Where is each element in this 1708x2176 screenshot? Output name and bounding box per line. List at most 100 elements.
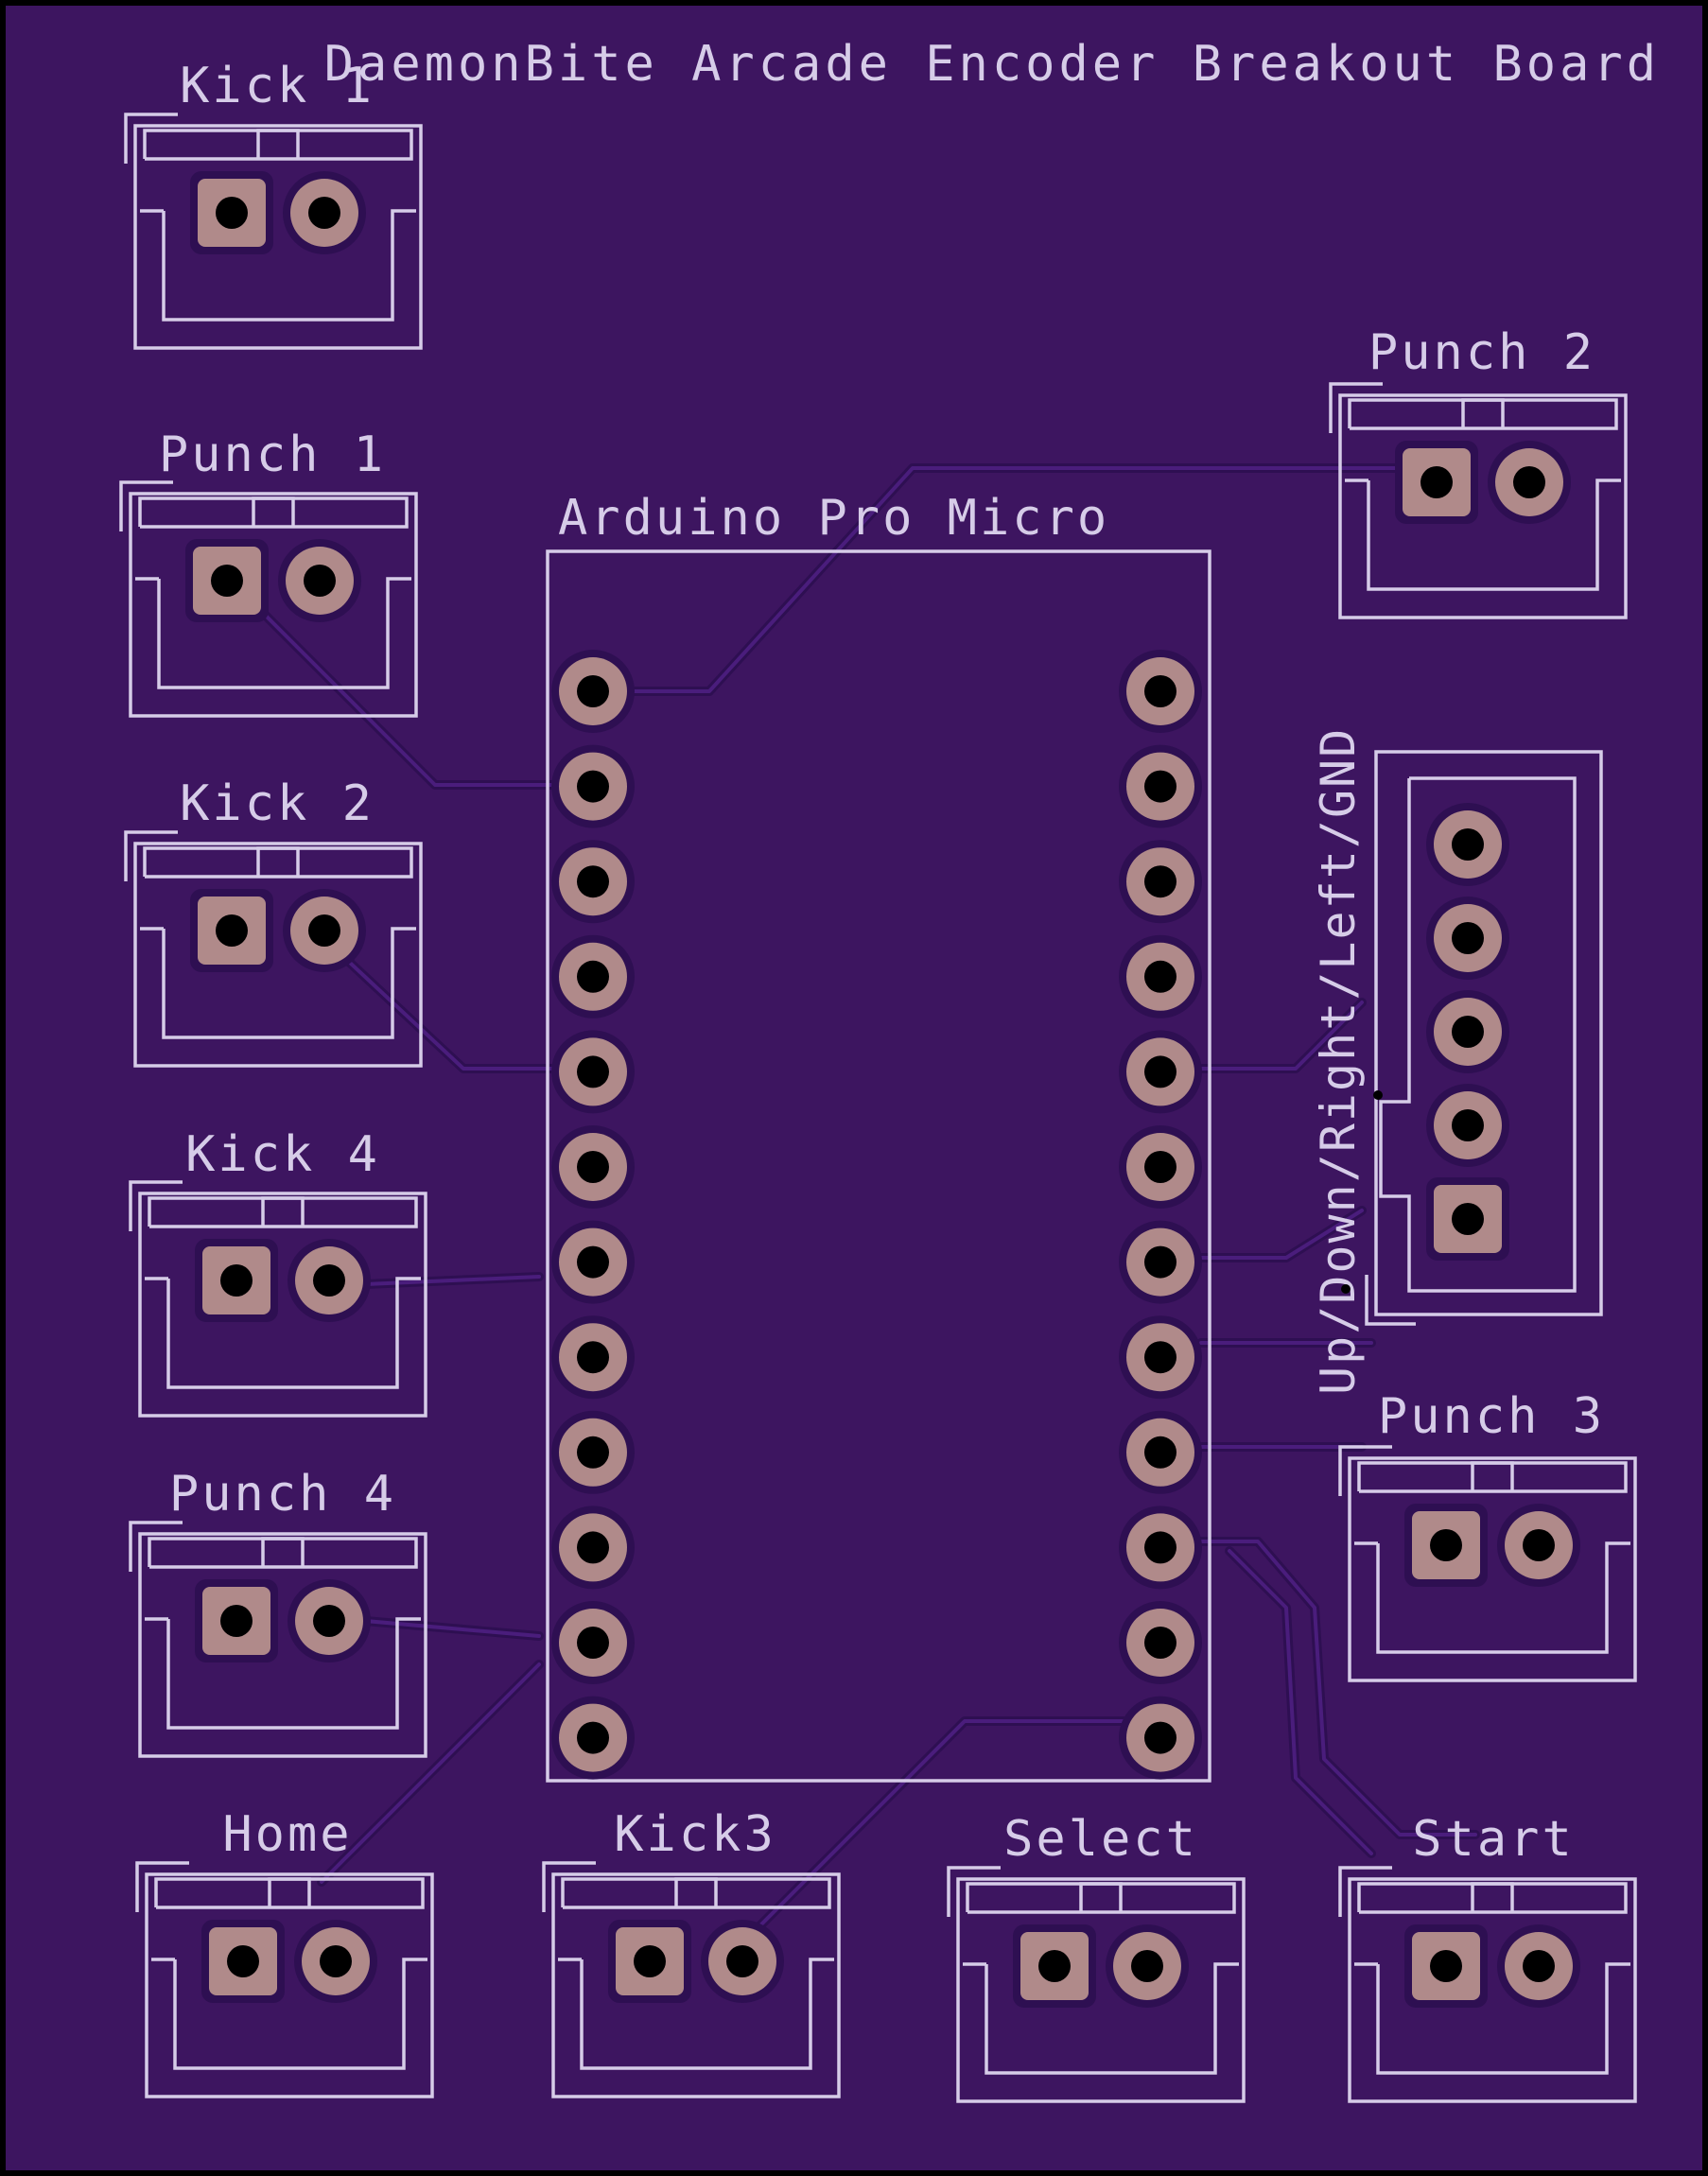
header-pin bbox=[1426, 897, 1509, 980]
mcu-pin-left bbox=[551, 1696, 635, 1780]
connector-pin-2 bbox=[283, 171, 366, 254]
mcu-pin-right bbox=[1119, 1220, 1202, 1304]
mcu-outline bbox=[546, 549, 1211, 1783]
header-outer-outline bbox=[1374, 750, 1603, 1316]
connector-label: Punch 2 bbox=[1368, 324, 1595, 381]
connector-label: Select bbox=[1003, 1811, 1198, 1868]
connector-pin1-marker bbox=[129, 1180, 183, 1231]
mcu-pin-left bbox=[551, 1601, 635, 1684]
connector-pin-1 bbox=[608, 1920, 691, 2003]
connector-pin1-marker bbox=[135, 1861, 189, 1912]
connector-select: Select bbox=[947, 1811, 1246, 2103]
header-dot-2 bbox=[1341, 1284, 1351, 1294]
connector-inner-outline bbox=[157, 577, 411, 689]
connector-top-rail bbox=[143, 129, 413, 161]
connector-key bbox=[261, 1196, 305, 1227]
connector-pin-1 bbox=[185, 539, 269, 622]
mcu-pin-left bbox=[551, 934, 635, 1018]
connector-inner-outline bbox=[162, 209, 416, 322]
connector-label: Punch 4 bbox=[169, 1466, 396, 1523]
connector-key bbox=[1471, 1882, 1514, 1912]
connector-start: Start bbox=[1338, 1811, 1637, 2103]
connector-pin-2 bbox=[1497, 1504, 1580, 1587]
connector-label: Kick3 bbox=[614, 1806, 776, 1863]
mcu-pins bbox=[551, 650, 1202, 1780]
connector-pin1-marker bbox=[119, 480, 173, 531]
mcu-pin-right bbox=[1119, 1030, 1202, 1114]
connector-kick-3: Kick3 bbox=[542, 1806, 841, 2098]
connector-outline bbox=[138, 1532, 427, 1758]
connector-pin-2 bbox=[288, 1579, 371, 1662]
mcu-pin-left bbox=[551, 1506, 635, 1590]
connector-pin1-marker bbox=[124, 830, 178, 881]
mcu-pin-right bbox=[1119, 1410, 1202, 1494]
mcu-pin-left bbox=[551, 1125, 635, 1209]
connector-pin1-marker bbox=[947, 1866, 1001, 1917]
arduino-pro-micro: Arduino Pro Micro bbox=[546, 490, 1211, 1783]
mcu-pin-left bbox=[551, 1220, 635, 1304]
mcu-pin-left bbox=[551, 840, 635, 924]
connector-inner-outline bbox=[173, 1958, 427, 2070]
board-title: DaemonBite Arcade Encoder Breakout Board bbox=[324, 36, 1660, 93]
mcu-pin-right bbox=[1119, 744, 1202, 828]
header-pin bbox=[1426, 1084, 1509, 1167]
connector-pin-2 bbox=[288, 1239, 371, 1322]
mcu-pin-right bbox=[1119, 650, 1202, 733]
connector-top-rail bbox=[154, 1877, 425, 1909]
connector-kick-4: Kick 4 bbox=[129, 1126, 427, 1418]
mcu-pin-right bbox=[1119, 934, 1202, 1018]
connector-key bbox=[1471, 1461, 1514, 1491]
connector-pin-1 bbox=[1013, 1924, 1096, 2008]
connector-top-rail bbox=[148, 1537, 418, 1569]
connector-label: Start bbox=[1412, 1811, 1575, 1868]
connector-outline bbox=[138, 1192, 427, 1418]
mcu-pin-right bbox=[1119, 1696, 1202, 1780]
connector-pin1-marker bbox=[1338, 1866, 1392, 1917]
connector-inner-outline bbox=[166, 1277, 421, 1389]
connector-key bbox=[261, 1537, 305, 1567]
connector-key bbox=[1461, 398, 1505, 428]
connector-key bbox=[674, 1877, 718, 1907]
connector-outline bbox=[956, 1877, 1246, 2103]
connector-pin-2 bbox=[1497, 1924, 1580, 2008]
connector-pin-2 bbox=[283, 889, 366, 972]
connector-inner-outline bbox=[580, 1958, 834, 2070]
header-label: Up/Down/Right/Left/GND bbox=[1311, 727, 1366, 1395]
connector-top-rail bbox=[138, 496, 409, 529]
connector-punch-3: Punch 3 bbox=[1338, 1388, 1637, 1682]
connector-inner-outline bbox=[166, 1617, 421, 1730]
connector-pin-1 bbox=[190, 171, 273, 254]
connector-top-rail bbox=[1348, 398, 1618, 430]
mcu-pin-right bbox=[1119, 1601, 1202, 1684]
connector-top-rail bbox=[1357, 1882, 1628, 1914]
connector-pin1-marker bbox=[542, 1861, 596, 1912]
mcu-pin-left bbox=[551, 1410, 635, 1494]
connector-pin1-marker bbox=[129, 1521, 183, 1572]
mcu-pin-left bbox=[551, 744, 635, 828]
direction-header: Up/Down/Right/Left/GND bbox=[1311, 727, 1603, 1395]
header-pin bbox=[1426, 803, 1509, 886]
connector-outline bbox=[1348, 1877, 1637, 2103]
connector-outline bbox=[145, 1872, 434, 2098]
connector-pin-1 bbox=[1404, 1924, 1488, 2008]
connector-label: Home bbox=[222, 1806, 352, 1863]
connector-outline bbox=[133, 124, 423, 350]
connector-pin-1 bbox=[195, 1579, 278, 1662]
mcu-label: Arduino Pro Micro bbox=[558, 490, 1109, 547]
mcu-pin-left bbox=[551, 650, 635, 733]
connector-pin-1 bbox=[195, 1239, 278, 1322]
connector-home: Home bbox=[135, 1806, 434, 2098]
connector-pin-1 bbox=[201, 1920, 285, 2003]
connector-label: Punch 3 bbox=[1378, 1388, 1605, 1445]
connector-pin-2 bbox=[701, 1920, 784, 2003]
connector-punch-2: Punch 2 bbox=[1329, 324, 1628, 619]
connector-pin-1 bbox=[1404, 1504, 1488, 1587]
connector-key bbox=[268, 1877, 311, 1907]
connector-top-rail bbox=[1357, 1461, 1628, 1493]
connector-kick-2: Kick 2 bbox=[124, 775, 423, 1068]
connector-key bbox=[256, 129, 300, 159]
connector-punch-1: Punch 1 bbox=[119, 426, 418, 718]
connector-pin1-marker bbox=[1338, 1445, 1392, 1496]
header-pin bbox=[1426, 1177, 1509, 1261]
